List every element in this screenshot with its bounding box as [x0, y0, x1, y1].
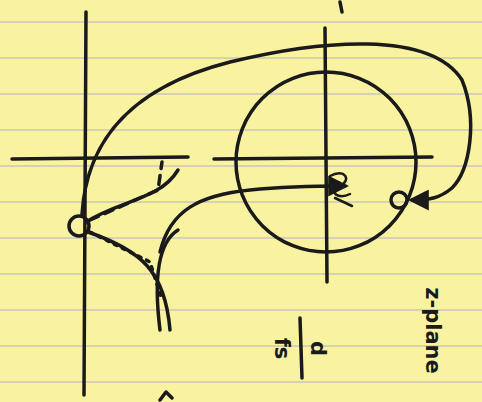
fraction-bar	[300, 318, 302, 378]
z-plane-imag-axis	[325, 28, 327, 282]
fraction-numerator: d	[307, 340, 328, 355]
ink	[12, 2, 471, 400]
mapping-arrow	[160, 186, 345, 252]
ruled-lines	[0, 22, 482, 382]
dashed-ray	[90, 162, 162, 220]
scribble	[330, 173, 352, 206]
dotted-ray	[90, 232, 162, 300]
fraction-denominator: fs	[271, 337, 292, 359]
tick	[160, 392, 172, 400]
z-plane-real-axis	[214, 157, 432, 159]
z-plane-pole	[391, 192, 407, 208]
s-plane-pole	[69, 216, 89, 236]
tick	[340, 2, 342, 12]
curve	[86, 170, 178, 222]
plane-label: z-plane	[421, 287, 442, 374]
s-plane-real-axis	[12, 157, 188, 159]
